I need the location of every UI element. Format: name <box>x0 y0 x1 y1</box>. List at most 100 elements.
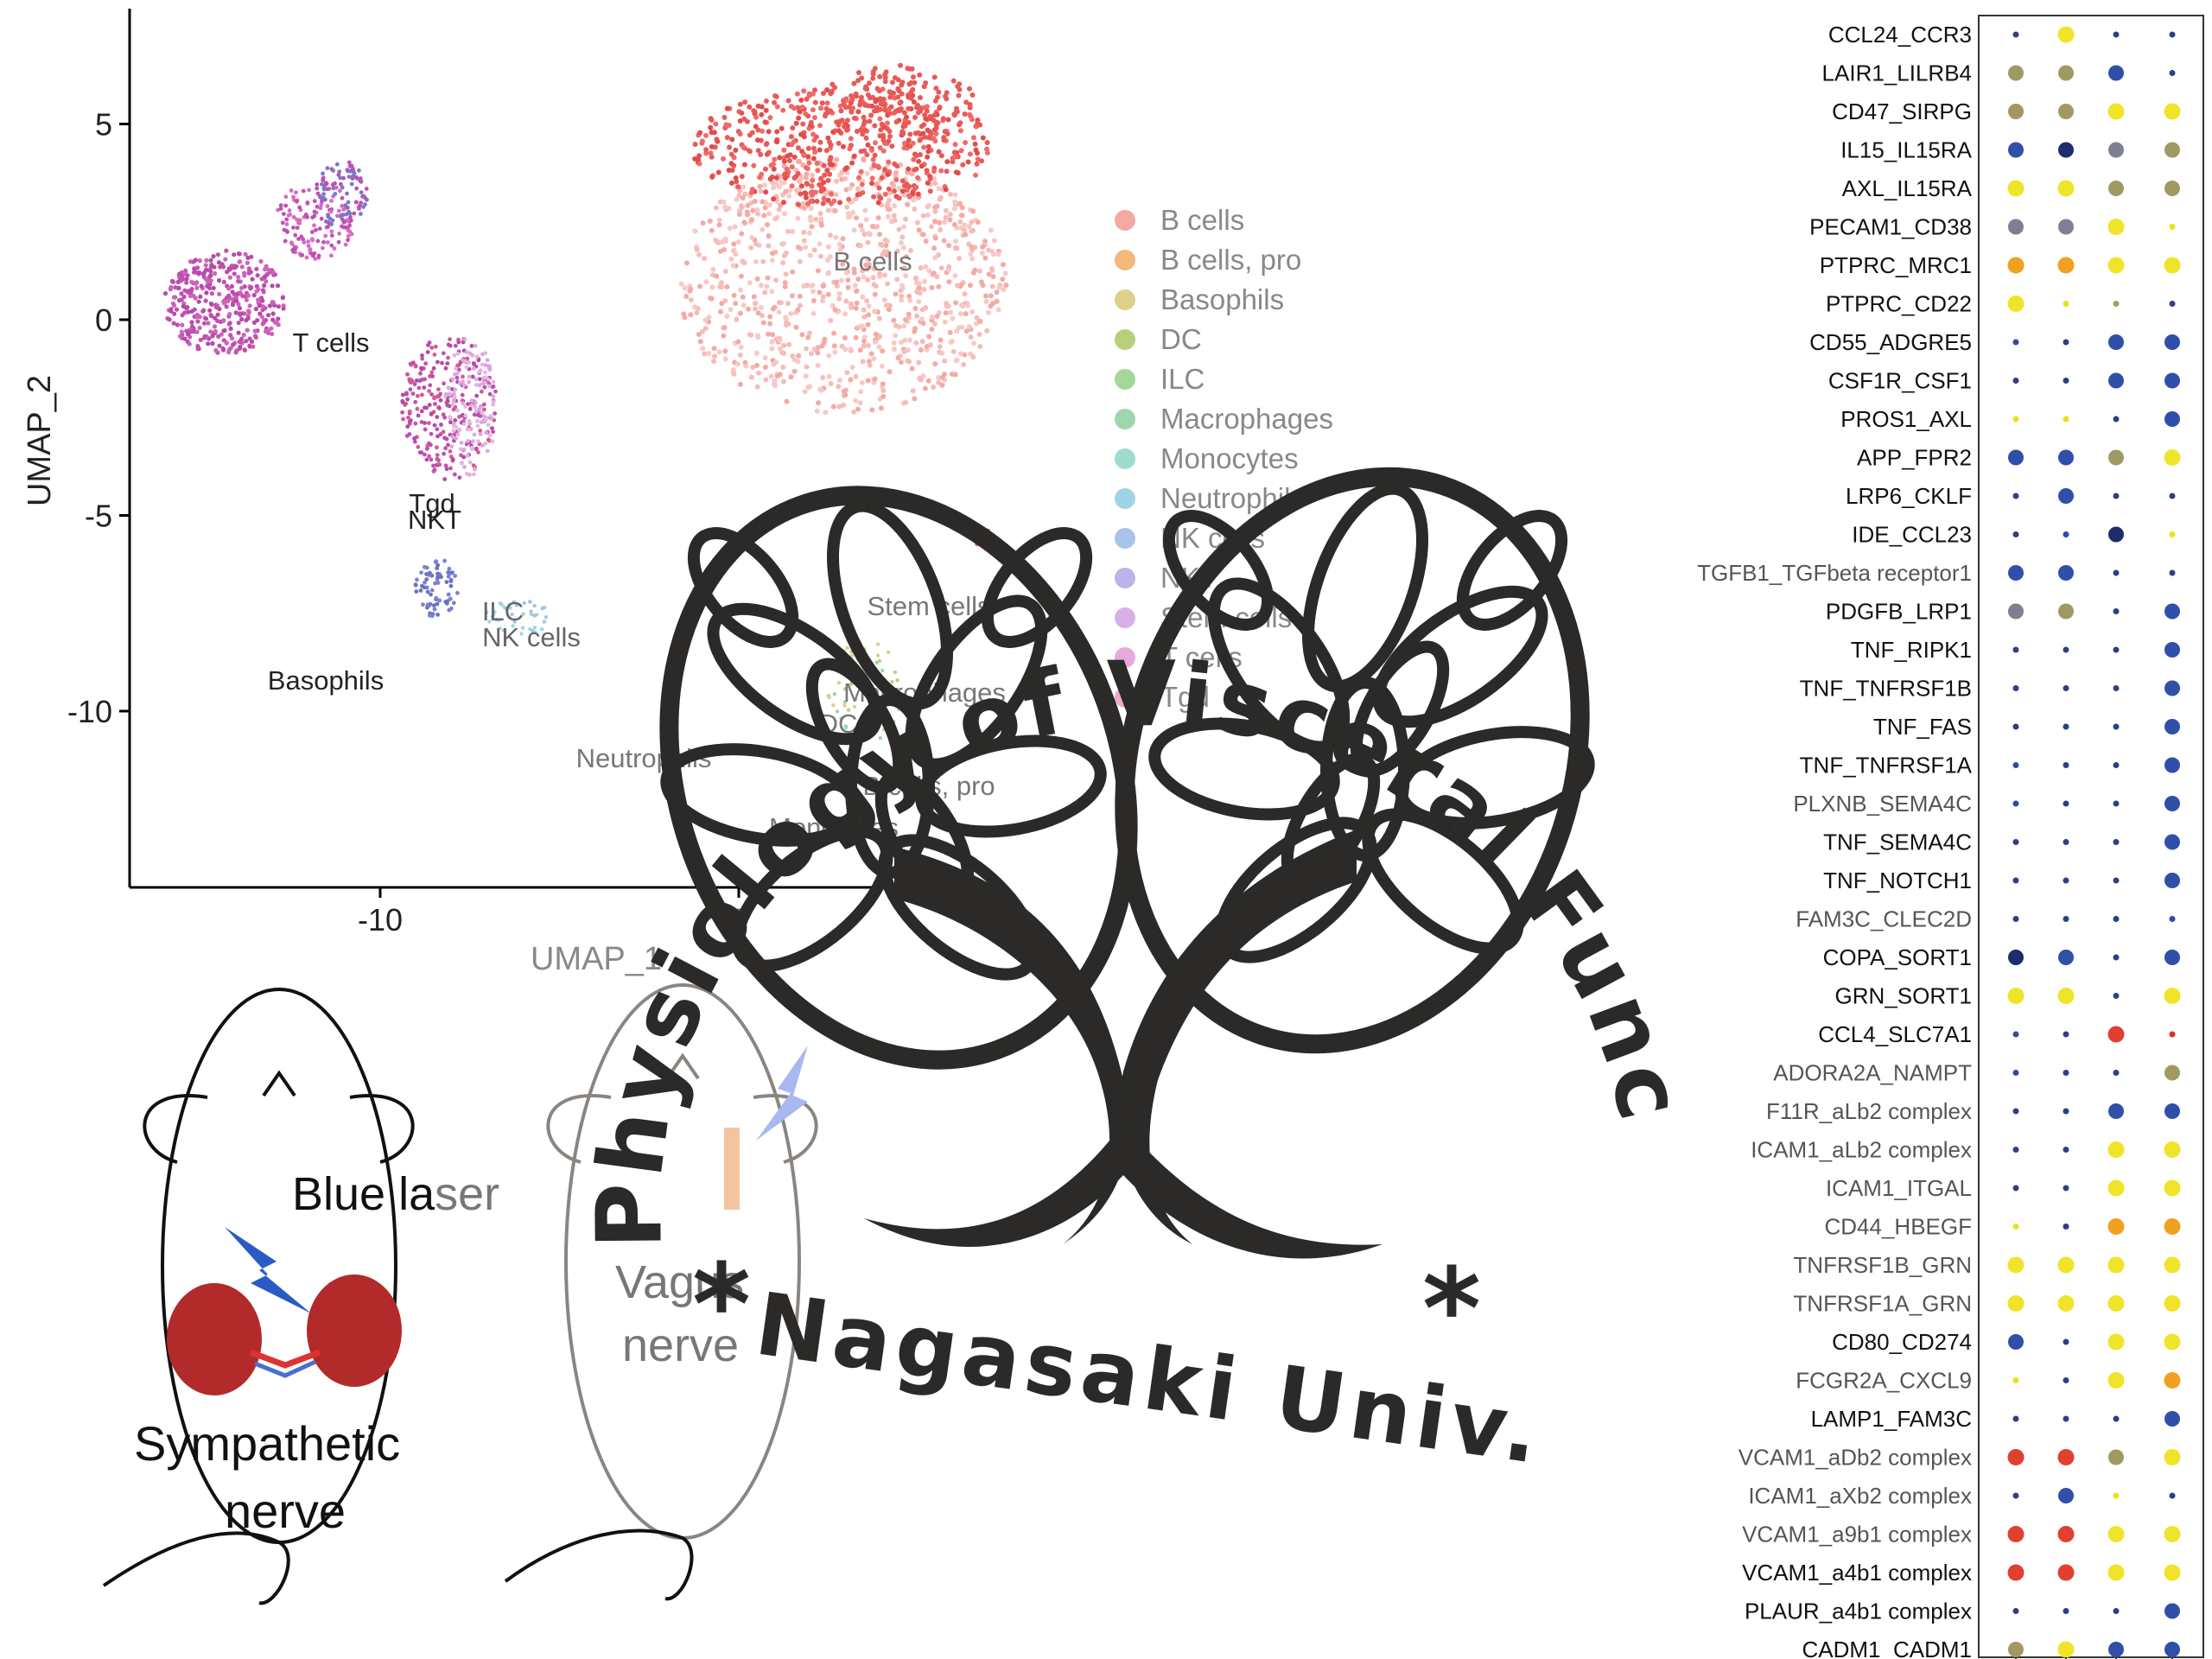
umap-cell-point <box>880 148 887 154</box>
umap-cell-point <box>482 407 486 412</box>
umap-cell-point <box>810 107 816 113</box>
umap-cell-point <box>867 118 873 124</box>
umap-cell-point <box>859 323 865 329</box>
umap-cell-point <box>799 105 805 110</box>
umap-cell-point <box>192 270 197 275</box>
umap-cell-point <box>481 402 486 407</box>
umap-cell-point <box>873 283 879 289</box>
umap-cell-point <box>344 212 349 217</box>
umap-cell-point <box>875 200 881 206</box>
dotplot-dot <box>2164 181 2180 196</box>
umap-cell-point <box>791 175 798 181</box>
umap-cell-point <box>974 161 980 167</box>
umap-cell-point <box>431 365 436 371</box>
umap-cell-point <box>735 239 741 245</box>
dotplot-dot <box>2012 1492 2019 1499</box>
umap-cell-point <box>728 151 734 157</box>
umap-cell-point <box>721 333 727 339</box>
umap-cell-point <box>450 377 455 382</box>
umap-cell-clusters <box>162 62 1009 742</box>
umap-cell-point <box>931 245 938 251</box>
umap-cell-point <box>886 650 891 655</box>
dotplot-dot <box>2007 1256 2024 1274</box>
umap-cell-point <box>788 134 794 140</box>
umap-cell-point <box>175 322 181 327</box>
umap-cell-point <box>737 118 743 124</box>
umap-cell-point <box>328 209 334 214</box>
umap-cell-point <box>532 603 537 608</box>
umap-cell-point <box>455 408 460 413</box>
umap-cell-point <box>247 336 252 341</box>
umap-cell-point <box>851 115 857 121</box>
dotplot-dot <box>2108 372 2124 389</box>
umap-cell-point <box>825 291 831 297</box>
umap-cell-point <box>801 283 806 289</box>
umap-cell-point <box>419 450 423 454</box>
dotplot-row-label: CD47_SIRPG <box>1832 99 1972 124</box>
umap-cell-point <box>746 306 752 312</box>
dotplot-dot <box>2164 1141 2181 1158</box>
umap-cell-point <box>865 142 871 148</box>
umap-y-tick-label: 5 <box>95 107 112 143</box>
umap-cell-point <box>480 389 484 394</box>
dotplot-dot <box>2063 685 2069 691</box>
umap-cell-point <box>709 143 715 149</box>
umap-cell-point <box>864 170 870 176</box>
umap-cell-point <box>963 328 969 334</box>
umap-cell-point <box>733 301 739 307</box>
umap-cell-point <box>821 91 826 96</box>
umap-cell-point <box>827 139 832 145</box>
umap-cell-point <box>984 149 990 156</box>
umap-cell-point <box>728 256 734 262</box>
umap-cell-point <box>450 435 455 439</box>
umap-cell-point <box>319 216 324 221</box>
umap-cell-point <box>995 307 1001 313</box>
umap-cell-point <box>836 122 842 128</box>
umap-cell-point <box>217 291 222 296</box>
umap-cell-point <box>448 449 453 454</box>
umap-cell-point <box>425 605 429 610</box>
umap-cell-point <box>848 346 854 353</box>
umap-cell-point <box>226 266 232 271</box>
dotplot-dot <box>2012 339 2019 346</box>
umap-cell-point <box>688 286 694 292</box>
umap-cell-point <box>312 209 317 214</box>
umap-cell-point <box>899 188 906 194</box>
umap-cell-point <box>428 383 433 388</box>
umap-cell-point <box>420 356 425 361</box>
umap-cell-point <box>847 185 853 191</box>
umap-cell-point <box>815 350 821 356</box>
umap-cell-point <box>974 315 980 321</box>
umap-x-axis-label: UMAP_1 <box>531 941 662 977</box>
tree-leaf <box>687 527 799 648</box>
umap-cell-point <box>461 401 466 405</box>
umap-cell-point <box>347 223 352 228</box>
umap-cell-point <box>227 312 232 317</box>
umap-cell-point <box>857 400 863 406</box>
umap-cell-point <box>306 239 311 244</box>
umap-cell-point <box>255 273 260 278</box>
umap-cell-point <box>336 239 341 245</box>
umap-cell-point <box>702 326 709 332</box>
umap-cell-point <box>969 256 976 262</box>
umap-cell-point <box>345 191 349 196</box>
umap-cell-point <box>334 162 340 167</box>
umap-cell-point <box>882 272 887 278</box>
umap-cell-point <box>927 175 933 181</box>
umap-cell-point <box>805 334 811 340</box>
umap-cell-point <box>176 285 181 290</box>
umap-cell-point <box>898 359 904 365</box>
umap-cell-point <box>843 298 849 304</box>
umap-cell-point <box>206 321 211 326</box>
umap-cell-point <box>418 371 423 376</box>
dotplot-row-label: CADM1_CADM1 <box>1802 1637 1973 1659</box>
umap-cell-point <box>186 332 191 337</box>
umap-cell-point <box>917 137 923 143</box>
umap-cell-point <box>839 716 843 721</box>
dotplot-dot <box>2012 800 2019 807</box>
umap-cell-point <box>246 266 251 271</box>
umap-cell-point <box>801 88 807 94</box>
dotplot-dot <box>2113 416 2120 423</box>
umap-cell-point <box>174 307 180 312</box>
umap-cell-point <box>442 558 447 563</box>
